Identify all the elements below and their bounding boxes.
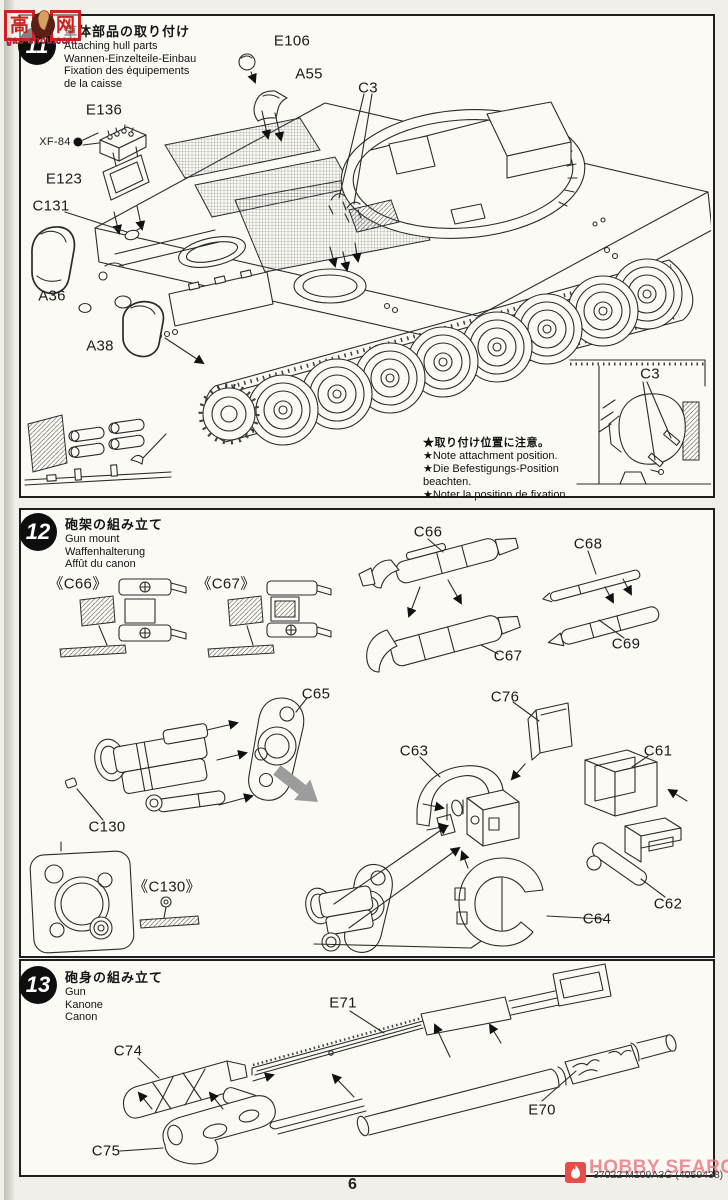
breech-assembly [112,723,209,794]
part-label-c65: C65 [301,685,331,703]
sprue-detail-c67 [207,580,332,658]
part-label-e136: E136 [85,101,123,119]
thumbs-up-icon [29,6,57,40]
note-line-ja: ★取り付け位置に注意。 [423,437,550,449]
part-label-e70: E70 [528,1101,556,1119]
step-12-subtitle-de: Waffenhalterung [65,545,146,558]
part-c66 [395,537,519,584]
note-line-fr: ★Noter la position de fixation. [423,489,569,501]
part-c130-plate [29,841,135,954]
watermark-gaoshou: 高 网 gao-shou.com [4,8,96,54]
part-c67 [390,615,521,667]
part-c69 [547,606,660,647]
engine-deck-inset [24,414,172,486]
paint-dot-xf84 [73,137,83,147]
road-wheels [198,258,683,446]
part-label-e123: E123 [45,170,83,188]
step-11-subtitle-fr1: Fixation des équipements [64,65,190,77]
turret-ring-inset [569,359,711,485]
step-12-illustration [29,537,688,954]
page-number: 6 [348,1176,357,1193]
part-c75 [162,1095,276,1165]
watermark-hobbysearch: HOBBY SEARCH 37022 M109A3G (4059438) [563,1155,728,1191]
step-13-title-ja: 砲身の組み立て [65,970,164,985]
sprue-label-c130: 《C130》 [133,878,201,896]
part-label-c69: C69 [611,635,641,653]
attachment-note: ★取り付け位置に注意。 ★Note attachment position. ★… [423,437,583,502]
part-e70 [356,1034,677,1137]
part-e71 [251,963,612,1076]
step-13-illustration [119,963,677,1165]
note-line-de2: beachten. [423,476,472,488]
step-11-subtitle-en: Attaching hull parts [64,40,158,52]
sprue-ring-c130 [160,896,172,908]
hobbysearch-brand-text: HOBBY SEARCH [589,1157,728,1178]
part-label-c62: C62 [653,895,683,913]
part-c61 [584,749,658,817]
breech-block [451,789,520,847]
part-label-e106: E106 [273,32,311,50]
part-label-a38: A38 [86,337,114,355]
step-11-title-ja: 車体部品の取り付け [64,24,191,39]
step-13-title: 砲身の組み立て Gun Kanone Canon [65,967,163,1024]
watermark-site-text: gao-shou.com [6,35,77,46]
part-c76 [535,702,573,754]
step-12-title: 砲架の組み立て Gun mount Waffenhalterung Affût … [65,514,163,571]
part-label-c63: C63 [399,742,429,760]
note-line-en: ★Note attachment position. [423,450,558,462]
step-13-subtitle-fr: Canon [65,1011,98,1023]
part-c62 [586,817,682,886]
part-label-c131: C131 [32,197,70,215]
part-label-a36: A36 [38,287,66,305]
step-13-badge: 13 [19,966,57,1004]
part-label-c76: C76 [490,688,520,706]
paint-label-xf84: XF-84 [39,136,71,148]
part-label-a55: A55 [295,65,323,83]
watermark-char-right: 网 [50,10,81,41]
part-label-c67: C67 [493,647,523,665]
step-12-title-ja: 砲架の組み立て [65,517,164,532]
step-12-subtitle-en: Gun mount [65,533,120,545]
hobbysearch-flame-icon [565,1162,586,1183]
part-label-c3-inset: C3 [640,365,660,383]
step-12-subtitle-fr: Affût du canon [65,558,136,570]
kit-code-text: 37022 M109A3G (4059438) [593,1169,724,1181]
part-label-c64: C64 [582,910,612,928]
step-11-illustration [24,53,711,486]
note-line-de1: ★Die Befestigungs-Position [423,463,559,475]
step-11-subtitle-de: Wannen-Einzelteile-Einbau [64,52,197,65]
step-13-subtitle-en: Gun [65,986,86,998]
assembled-gun-mount [305,863,393,953]
part-label-c68: C68 [573,535,603,553]
part-label-c61: C61 [643,742,673,760]
step-11-subtitle-fr2: de la caisse [64,77,123,90]
part-c68 [542,569,641,603]
part-label-c75: C75 [91,1142,121,1160]
part-c64 [458,857,544,947]
scan-edge-shadow [4,0,14,1200]
step-11-title: 車体部品の取り付け Attaching hull parts Wannen-Ei… [64,21,196,90]
part-label-c66: C66 [413,523,443,541]
step-12-badge: 12 [19,513,57,551]
part-label-e71: E71 [329,994,357,1012]
sprue-label-c67: 《C67》 [196,575,256,593]
part-label-c74: C74 [113,1042,143,1060]
direction-arrow [273,765,318,803]
sprue-label-c66: 《C66》 [48,575,108,593]
part-label-c3: C3 [358,79,378,97]
part-label-c130: C130 [88,818,126,836]
step-13-subtitle-de: Kanone [65,998,103,1011]
sprue-detail-c66 [59,578,187,658]
